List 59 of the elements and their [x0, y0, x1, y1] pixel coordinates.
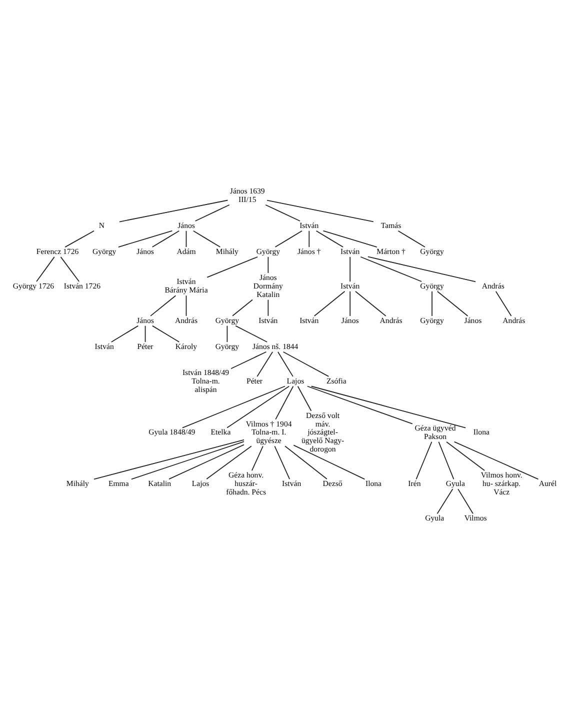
connector — [446, 441, 485, 471]
connector — [268, 256, 269, 274]
connector — [350, 256, 351, 282]
connector — [226, 386, 290, 428]
connector — [438, 441, 454, 480]
connector — [275, 386, 294, 420]
connector — [310, 386, 466, 428]
connector — [232, 299, 253, 316]
connector — [278, 351, 294, 377]
connector — [282, 351, 330, 377]
connector — [144, 325, 146, 342]
connector — [251, 446, 264, 472]
connector — [322, 230, 378, 248]
connector — [436, 290, 468, 316]
connector — [94, 439, 244, 480]
connector — [297, 386, 312, 412]
connector — [355, 290, 386, 316]
connector — [274, 446, 290, 480]
connector — [306, 386, 413, 424]
connector — [206, 256, 258, 278]
connector — [230, 351, 267, 370]
connector — [454, 441, 539, 480]
connector — [235, 325, 268, 342]
connector — [350, 290, 351, 316]
connector — [119, 200, 228, 222]
connector — [182, 386, 286, 428]
connector — [308, 230, 310, 248]
connector — [274, 230, 302, 248]
connector — [360, 256, 422, 282]
connector — [168, 444, 244, 480]
connector — [436, 488, 454, 514]
connector — [152, 230, 180, 248]
connector — [36, 256, 55, 282]
connector — [206, 446, 252, 480]
connector — [495, 290, 512, 316]
connector — [130, 441, 244, 480]
connector — [118, 230, 173, 248]
connector — [256, 351, 274, 377]
connector — [398, 230, 426, 248]
connector — [458, 488, 474, 514]
connector — [367, 256, 476, 282]
connector — [314, 290, 346, 316]
connector — [194, 204, 230, 222]
connector — [152, 325, 180, 342]
connector — [266, 200, 374, 222]
connector — [293, 444, 366, 480]
connector — [268, 299, 269, 316]
connector — [416, 441, 432, 480]
connector — [316, 230, 344, 248]
connector — [284, 446, 328, 480]
connector — [150, 295, 176, 316]
connector — [226, 325, 228, 342]
connector — [110, 325, 139, 342]
connector — [192, 230, 221, 248]
connector — [64, 230, 94, 248]
connector — [186, 295, 187, 316]
connector — [186, 230, 187, 248]
connector — [60, 256, 80, 282]
connector — [265, 204, 300, 222]
